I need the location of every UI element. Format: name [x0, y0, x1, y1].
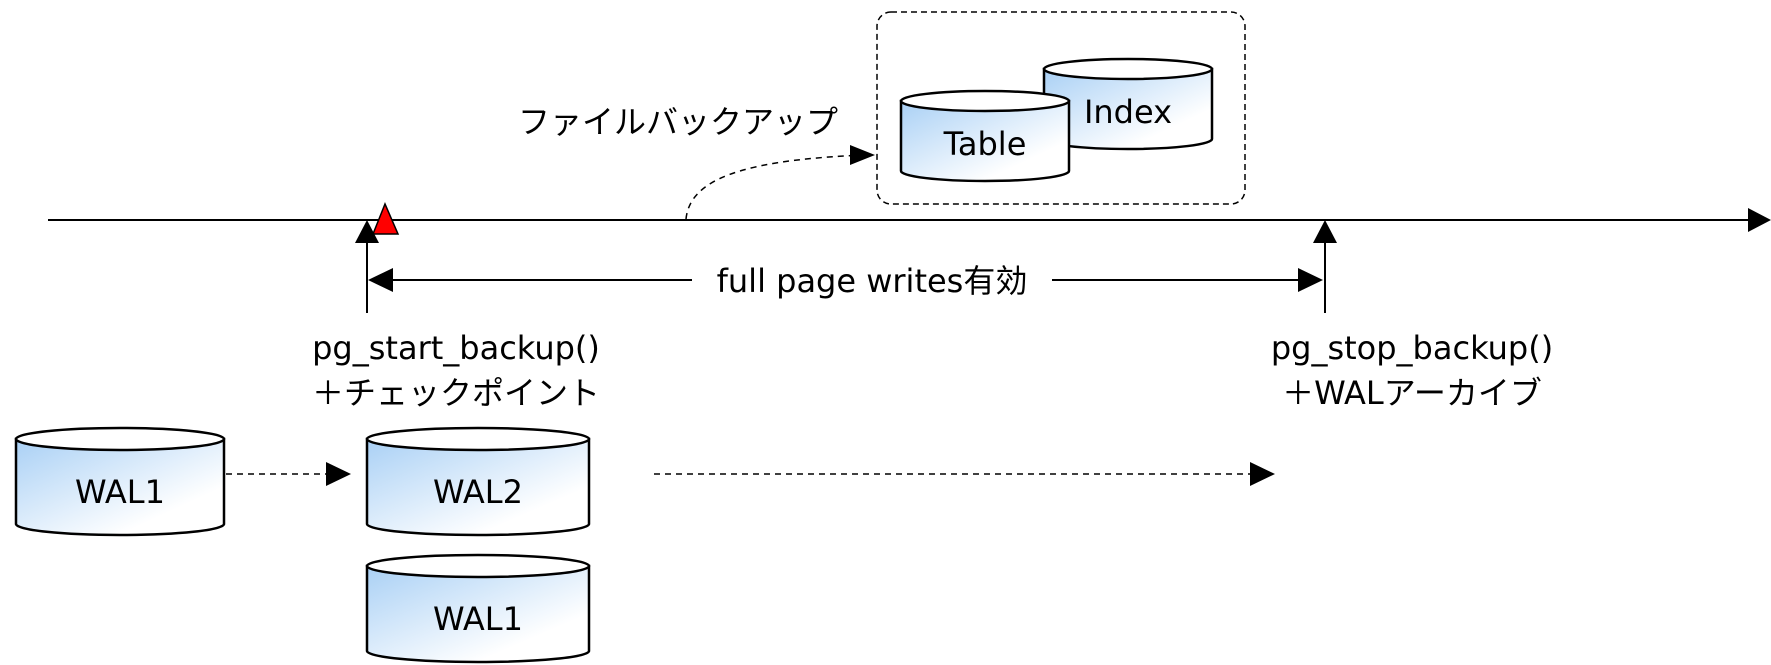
wal-left-label: WAL1 — [75, 473, 165, 511]
start-backup-function: pg_start_backup() — [312, 329, 600, 367]
start-backup-note: ＋チェックポイント — [312, 374, 600, 412]
wal-stack-bottom-label: WAL1 — [433, 600, 523, 638]
file-backup-arrowhead-icon — [850, 145, 875, 165]
stop-backup-marker — [1313, 220, 1337, 313]
wal-rotation-arrowhead-icon — [326, 462, 351, 486]
stop-backup-note: ＋WALアーカイブ — [1282, 374, 1542, 412]
wal-stack-top-label: WAL2 — [433, 473, 523, 511]
full-page-writes-span — [368, 268, 1323, 292]
timeline-axis — [48, 208, 1771, 232]
wal-stack-top-cylinder — [365, 426, 591, 537]
wal-left-cylinder — [14, 426, 226, 537]
start-backup-marker — [355, 220, 379, 313]
data-files-group — [876, 11, 1246, 205]
table-label: Table — [943, 125, 1027, 163]
table-cylinder — [899, 89, 1071, 183]
wal-archive-arrowhead-icon — [1250, 462, 1275, 486]
wal-stack-bottom-cylinder — [365, 553, 591, 664]
index-label: Index — [1084, 93, 1172, 131]
file-backup-arrow — [685, 154, 866, 220]
full-page-writes-label: full page writes有効 — [717, 262, 1028, 300]
checkpoint-triangle-icon — [371, 202, 400, 235]
stop-backup-function: pg_stop_backup() — [1271, 329, 1553, 367]
file-backup-label: ファイルバックアップ — [518, 103, 838, 141]
